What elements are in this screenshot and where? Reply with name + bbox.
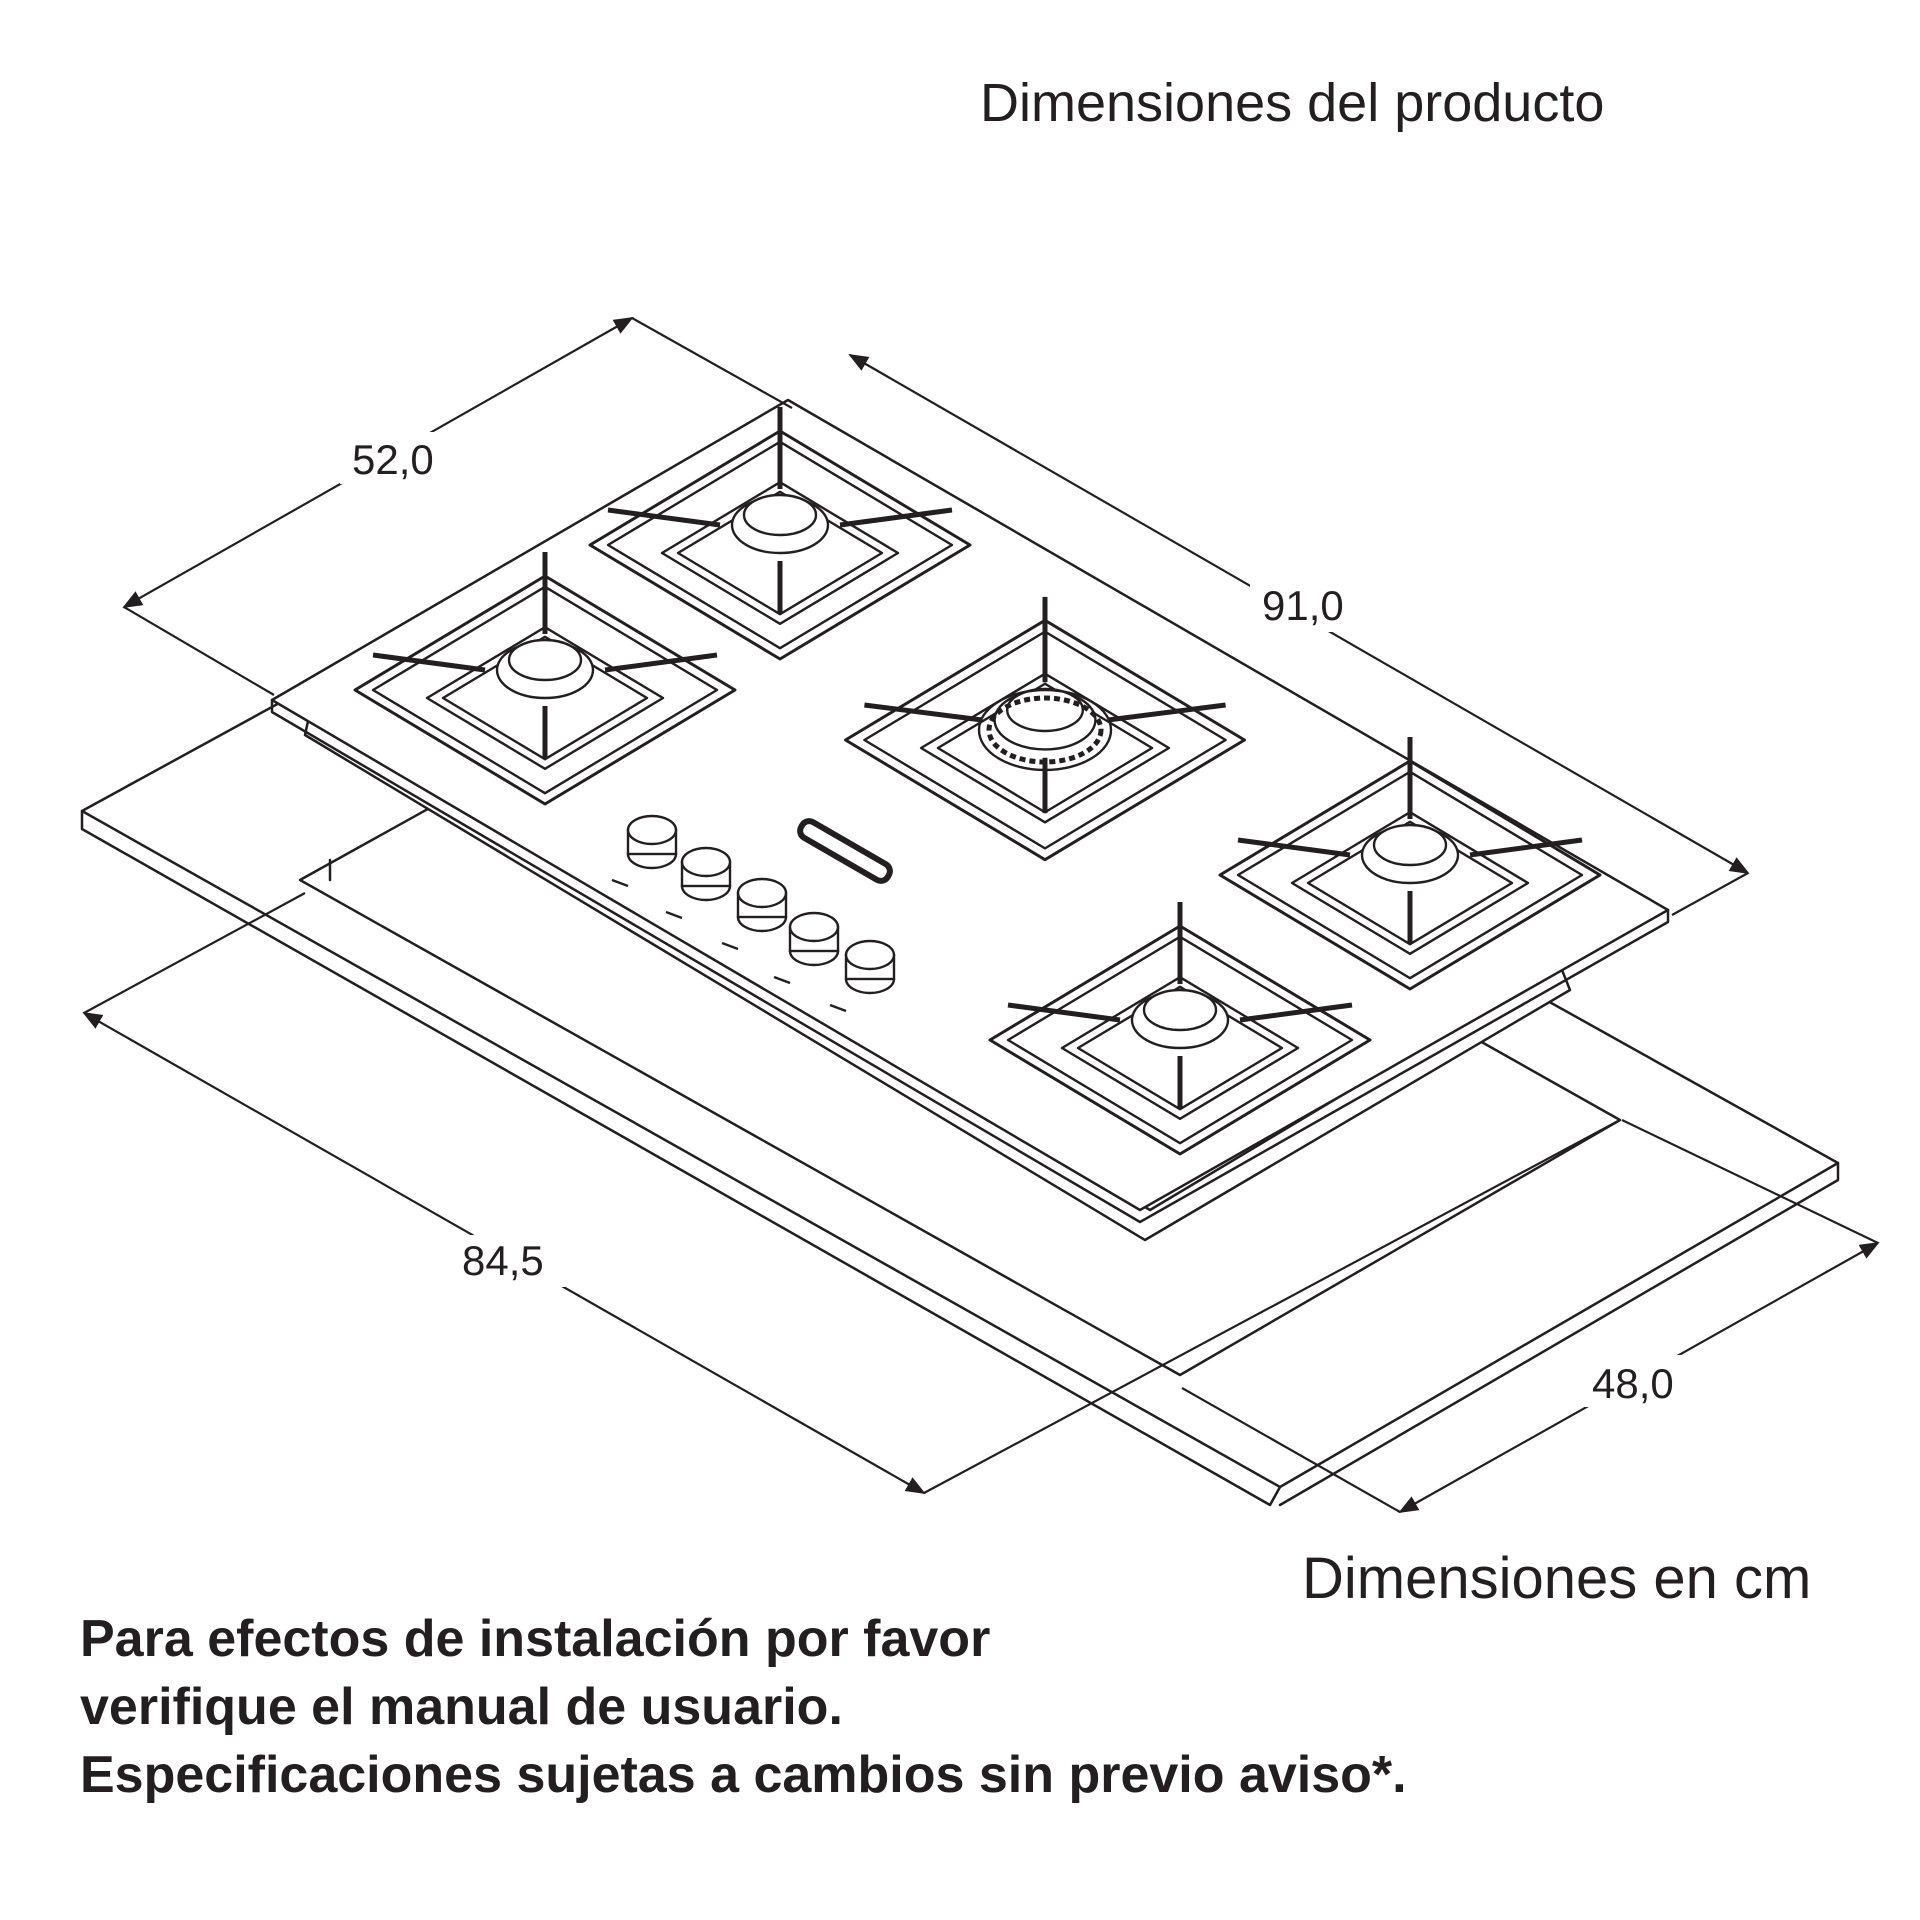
dim-label-width-cutout: 84,5	[462, 1237, 544, 1284]
diagram-title: Dimensiones del producto	[980, 73, 1605, 133]
dim-label-depth-cutout: 48,0	[1592, 1360, 1674, 1407]
dim-label-width-top: 91,0	[1262, 582, 1344, 629]
note-line-3: Especificaciones sujetas a cambios sin p…	[80, 1746, 1407, 1804]
note-line-1: Para efectos de instalación por favor	[80, 1610, 991, 1668]
note-line-2: verifique el manual de usuario.	[80, 1678, 843, 1736]
control-knob-4[interactable]	[773, 911, 840, 985]
burner-cap-1	[495, 638, 595, 700]
control-knob-1[interactable]	[611, 814, 678, 888]
control-knob-5[interactable]	[829, 939, 896, 1013]
burner-grate-5	[988, 902, 1372, 1156]
glass-plate-front-edge	[270, 698, 1670, 1224]
units-note: Dimensiones en cm	[1302, 1546, 1812, 1611]
control-knob-2[interactable]	[665, 846, 732, 920]
dim-label-depth-top: 52,0	[352, 436, 434, 483]
burner-cap-4	[1360, 823, 1460, 885]
control-knob-3[interactable]	[721, 877, 788, 951]
burner-grate-1	[353, 552, 737, 806]
burner-cap-2	[730, 493, 830, 555]
installation-notes: Para efectos de instalación por favor ve…	[80, 1605, 1407, 1809]
burner-cap-5	[1130, 988, 1230, 1050]
